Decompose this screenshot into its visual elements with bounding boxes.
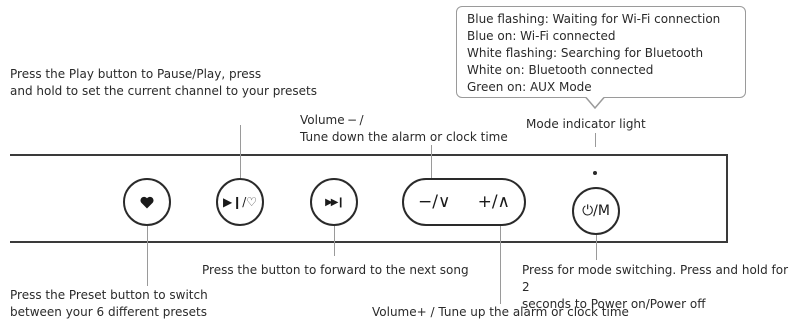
device-panel-top-edge: [10, 154, 728, 156]
legend-line: Blue on: Wi-Fi connected: [467, 29, 616, 43]
next-button-description: Press the button to forward to the next …: [202, 263, 469, 277]
heart-icon: [140, 196, 154, 208]
volume-down-button[interactable]: −/∨: [418, 192, 451, 212]
mode-power-button[interactable]: ⏻/M: [572, 187, 620, 235]
play-leader-line: [240, 125, 241, 178]
play-pause-heart-icon: ▶❙/♡: [222, 195, 258, 209]
next-song-button[interactable]: ▶▶❙: [310, 178, 358, 226]
volume-up-leader-line: [500, 226, 501, 304]
mode-indicator-light: [593, 171, 597, 175]
legend-line: White flashing: Searching for Bluetooth: [467, 46, 704, 60]
mode-indicator-leader-line: [595, 133, 596, 147]
volume-up-description: Volume+ / Tune up the alarm or clock tim…: [372, 305, 629, 319]
play-button-description: Press the Play button to Pause/Play, pre…: [10, 67, 317, 98]
volume-down-description: Volume − / Tune down the alarm or clock …: [300, 113, 508, 144]
mode-button-description: Press for mode switching. Press and hold…: [522, 263, 789, 311]
skip-forward-icon: ▶▶❙: [325, 196, 345, 208]
indicator-legend-callout: Blue flashing: Waiting for Wi-Fi connect…: [456, 6, 746, 98]
mode-indicator-label: Mode indicator light: [526, 117, 646, 131]
legend-line: Green on: AUX Mode: [467, 80, 592, 94]
legend-line: Blue flashing: Waiting for Wi-Fi connect…: [467, 12, 721, 26]
volume-down-leader-line: [431, 145, 432, 178]
mode-button-leader-line: [596, 235, 597, 260]
power-mode-icon: ⏻/M: [582, 203, 610, 219]
next-leader-line: [334, 226, 335, 256]
volume-up-button[interactable]: +/∧: [477, 192, 510, 212]
device-panel-right-edge: [726, 154, 728, 243]
preset-button-description: Press the Preset button to switch betwee…: [10, 288, 208, 319]
play-pause-button[interactable]: ▶❙/♡: [216, 178, 264, 226]
preset-button[interactable]: [123, 178, 171, 226]
volume-rocker: −/∨ +/∧: [402, 178, 526, 226]
device-panel-bottom-edge: [10, 241, 728, 243]
legend-line: White on: Bluetooth connected: [467, 63, 654, 77]
preset-leader-line: [147, 226, 148, 286]
